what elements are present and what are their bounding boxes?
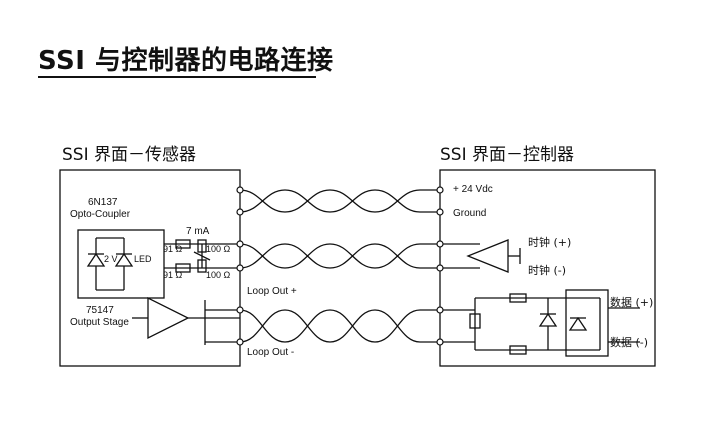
r1-label: 91 Ω: [163, 244, 183, 254]
zener-diode: [86, 252, 106, 267]
data-resistor-top: [509, 293, 527, 303]
clock-line-driver: [466, 239, 509, 273]
receiver-optocoupler: [565, 289, 609, 357]
twisted-pair-clock: [239, 243, 440, 269]
supply-label: + 24 Vdc: [453, 184, 493, 195]
zener-label: 2 V: [104, 254, 118, 264]
page-title: SSI 与控制器的电路连接: [38, 46, 334, 76]
protection-diode: [538, 312, 558, 327]
led-diode: [114, 252, 134, 267]
data-plus-label: 数据 (+): [610, 295, 653, 309]
optocoupler-box: [77, 229, 165, 299]
ground-label: Ground: [453, 208, 486, 219]
resistor-r2: [175, 263, 191, 273]
terminals: [236, 186, 444, 346]
clock-plus-label: 时钟 (+): [528, 235, 571, 249]
data-resistor-bottom: [509, 345, 527, 355]
data-minus-label: 数据 (-): [610, 335, 648, 349]
r4-label: 100 Ω: [206, 270, 231, 280]
r3-label: 100 Ω: [206, 244, 231, 254]
optocoupler-model: 6N137: [88, 197, 118, 208]
resistor-r1: [175, 239, 191, 249]
controller-heading: SSI 界面－控制器: [440, 145, 574, 165]
title-underline: [38, 76, 316, 78]
led-label: LED: [134, 254, 152, 264]
loop-out-plus: Loop Out +: [247, 286, 297, 297]
output-stage-driver: [147, 296, 190, 340]
twisted-pair-data: [239, 309, 440, 343]
r2-label: 91 Ω: [163, 270, 183, 280]
loop-out-minus: Loop Out -: [247, 347, 294, 358]
sensor-heading: SSI 界面－传感器: [62, 145, 196, 165]
driver-model: 75147: [86, 305, 114, 316]
current-label: 7 mA: [186, 226, 210, 237]
optocoupler-label: Opto-Coupler: [70, 209, 131, 220]
data-termination: [469, 313, 481, 329]
clock-minus-label: 时钟 (-): [528, 263, 566, 277]
driver-label: Output Stage: [70, 317, 129, 328]
twisted-pair-power: [239, 189, 440, 213]
